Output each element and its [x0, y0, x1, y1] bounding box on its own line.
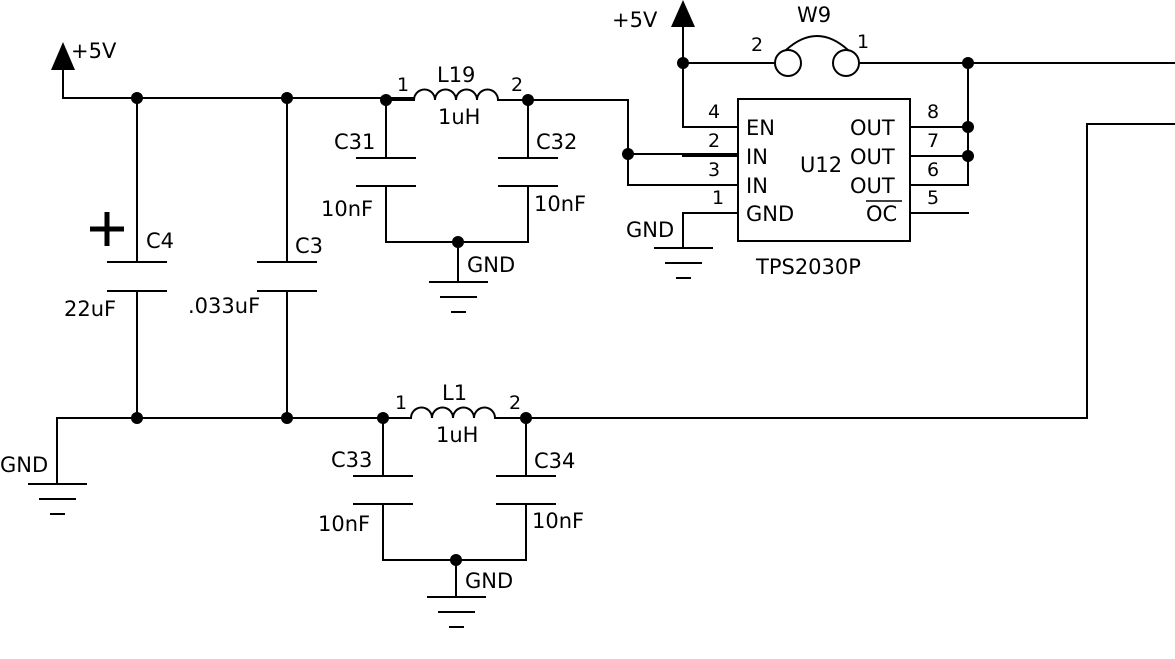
- u12-pin6-num: 6: [927, 159, 939, 181]
- vcc-label-top: +5V: [612, 8, 658, 32]
- c34-ref: C34: [534, 449, 575, 473]
- u12-pin8-num: 8: [927, 101, 939, 123]
- u12-pin-out-b: OUT: [850, 145, 895, 169]
- gnd-label-main: GND: [0, 453, 48, 477]
- c3-value: .033uF: [188, 294, 260, 318]
- ground-symbol-main: GND: [0, 453, 87, 515]
- u12-pin7-num: 7: [927, 130, 939, 152]
- capacitor-c34: C34 10nF: [496, 449, 584, 533]
- gnd-label-u12: GND: [626, 218, 674, 242]
- u12-pin-oc: OC: [866, 202, 897, 226]
- w9-ref: W9: [797, 3, 831, 27]
- u12-pin2-num: 2: [708, 130, 720, 152]
- ic-u12: 4 2 3 1 EN IN IN GND OUT OUT OUT OC 8 7 …: [682, 62, 969, 279]
- l1-pin2: 2: [509, 392, 521, 414]
- l19-pin2: 2: [511, 74, 523, 96]
- gnd-label-c31-c32: GND: [467, 253, 515, 277]
- u12-pin-gnd: GND: [746, 202, 794, 226]
- u12-pin1-num: 1: [712, 187, 724, 209]
- c32-ref: C32: [536, 130, 577, 154]
- capacitor-c3: C3 .033uF: [188, 234, 323, 318]
- c4-ref: C4: [146, 229, 174, 253]
- w9-pin1: 1: [857, 31, 869, 53]
- c31-ref: C31: [334, 130, 375, 154]
- capacitor-c32: C32 10nF: [498, 130, 586, 216]
- l19-pin1: 1: [397, 74, 409, 96]
- capacitor-c33: C33 10nF: [318, 448, 413, 536]
- vcc-symbol-left: +5V: [51, 39, 117, 99]
- u12-pin-en: EN: [746, 116, 775, 140]
- u12-pin-in-a: IN: [746, 145, 768, 169]
- c34-value: 10nF: [532, 509, 584, 533]
- l1-value: 1uH: [436, 423, 478, 447]
- vcc-label-left: +5V: [71, 39, 117, 63]
- c4-value: 22uF: [64, 297, 116, 321]
- c32-value: 10nF: [534, 192, 586, 216]
- u12-pin-out-a: OUT: [850, 116, 895, 140]
- capacitor-c31: C31 10nF: [321, 130, 416, 221]
- u12-part-number: TPS2030P: [755, 255, 861, 279]
- inductor-l19: 1 2 L19 1uH: [385, 63, 523, 129]
- c31-c32-ground-net: GND: [385, 185, 529, 313]
- l19-ref: L19: [437, 63, 475, 87]
- u12-pin4-num: 4: [708, 101, 720, 123]
- bottom-rail: [56, 123, 1175, 485]
- l1-ref: L1: [442, 381, 467, 405]
- c3-ref: C3: [295, 234, 323, 258]
- l19-value: 1uH: [438, 105, 480, 129]
- u12-pin3-num: 3: [708, 159, 720, 181]
- ground-symbol-u12: GND: [626, 218, 713, 279]
- u12-pin5-num: 5: [927, 187, 939, 209]
- u12-pin-in-b: IN: [746, 174, 768, 198]
- gnd-label-c33-c34: GND: [465, 569, 513, 593]
- junction-dots: [131, 57, 974, 566]
- c33-ref: C33: [331, 448, 372, 472]
- inductor-l1: 1 2 L1 1uH: [382, 381, 527, 447]
- u12-ref: U12: [800, 153, 842, 177]
- jumper-w9: W9 2 1: [682, 3, 1175, 77]
- u12-pin-out-c: OUT: [850, 174, 895, 198]
- l1-pin1: 1: [395, 392, 407, 414]
- vcc-symbol-top: +5V: [612, 0, 695, 128]
- c31-value: 10nF: [321, 197, 373, 221]
- capacitor-c4: C4 22uF: [64, 212, 174, 321]
- c33-value: 10nF: [318, 512, 370, 536]
- w9-pin2: 2: [751, 34, 763, 56]
